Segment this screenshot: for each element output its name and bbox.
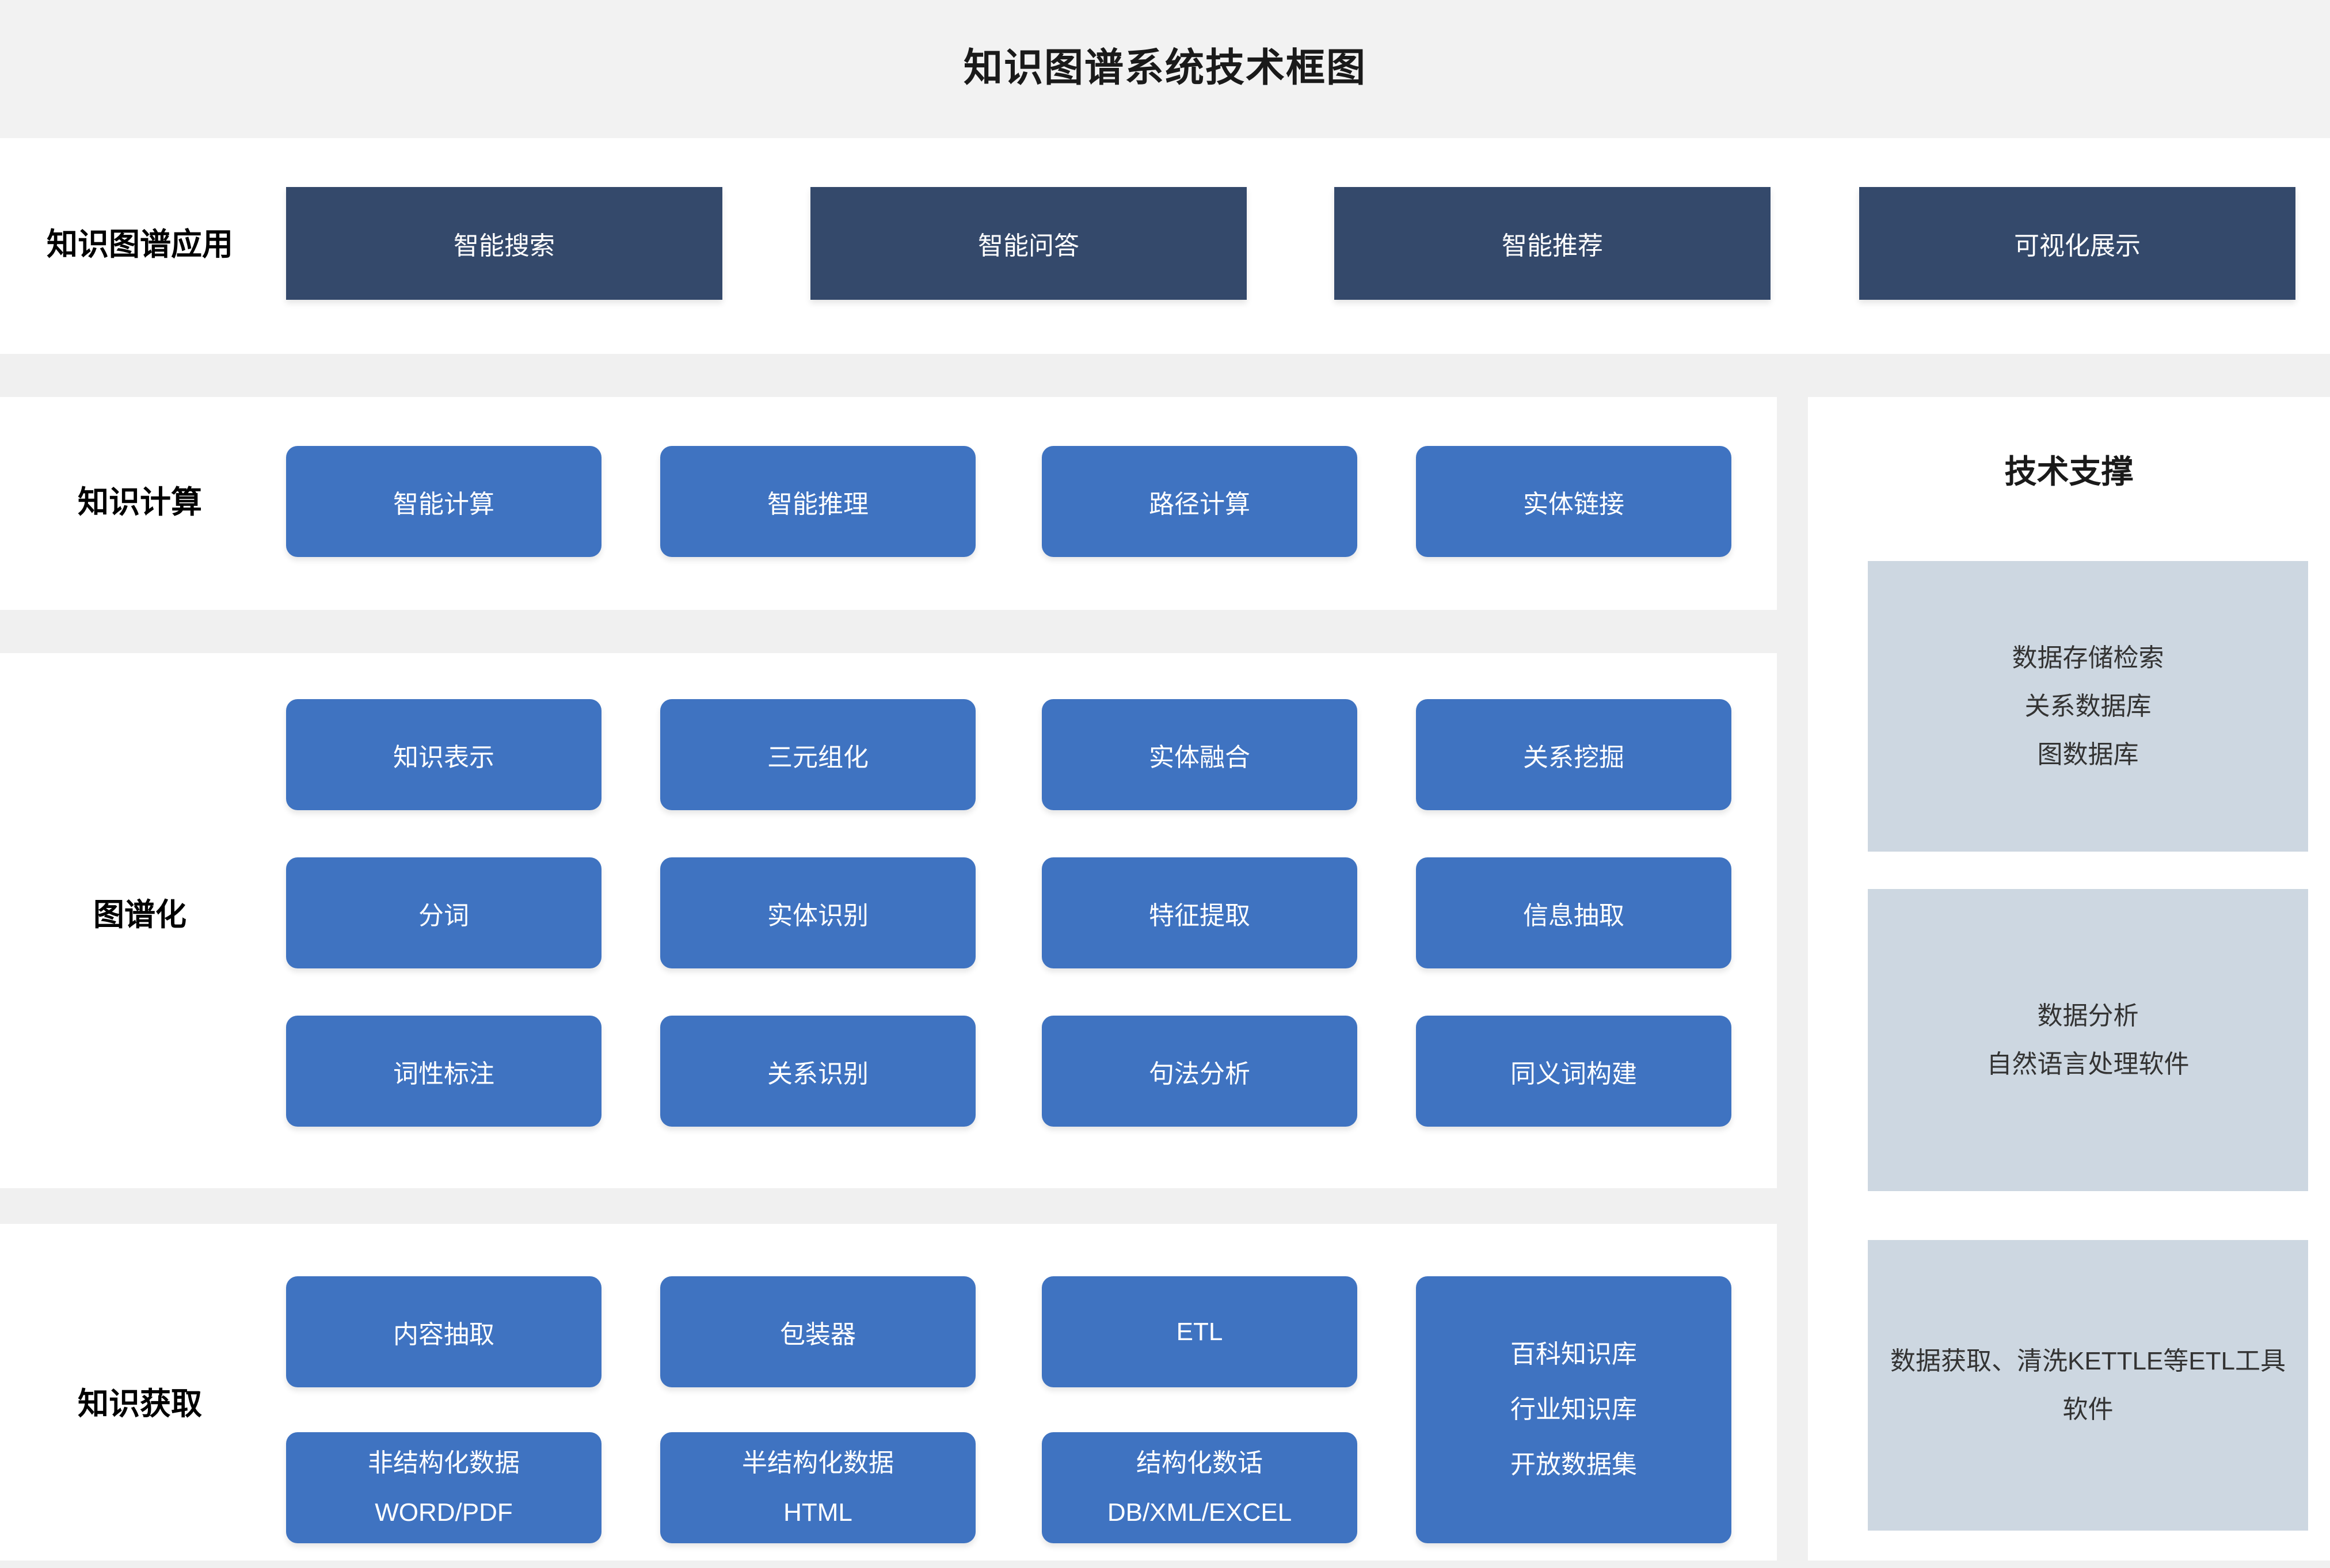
relation-mining-box: 关系挖掘 bbox=[1416, 699, 1731, 810]
entity-fusion-box: 实体融合 bbox=[1042, 699, 1357, 810]
knowledge-repository-box: 百科知识库 行业知识库 开放数据集 bbox=[1416, 1276, 1731, 1543]
relation-recognition-box: 关系识别 bbox=[660, 1016, 976, 1127]
unstructured-data-box: 非结构化数据 WORD/PDF bbox=[286, 1432, 601, 1543]
etl-box: ETL bbox=[1042, 1276, 1357, 1387]
path-computing-box: 路径计算 bbox=[1042, 446, 1357, 557]
knowledge-representation-box: 知识表示 bbox=[286, 699, 601, 810]
syntactic-analysis-box: 句法分析 bbox=[1042, 1016, 1357, 1127]
box-line: 半结构化数据 bbox=[742, 1448, 894, 1477]
information-extraction-box: 信息抽取 bbox=[1416, 857, 1731, 968]
tripleization-box: 三元组化 bbox=[660, 699, 976, 810]
entity-recognition-box: 实体识别 bbox=[660, 857, 976, 968]
box-line: 数据获取、清洗KETTLE等ETL工具软件 bbox=[1890, 1346, 2286, 1424]
word-segmentation-box: 分词 bbox=[286, 857, 601, 968]
box-line: 非结构化数据 bbox=[368, 1448, 520, 1477]
content-extraction-box: 内容抽取 bbox=[286, 1276, 601, 1387]
storage-retrieval-box: 数据存储检索 关系数据库 图数据库 bbox=[1868, 561, 2308, 852]
box-line: DB/XML/EXCEL bbox=[1107, 1498, 1292, 1527]
intelligent-computing-box: 智能计算 bbox=[286, 446, 601, 557]
box-line: 数据存储检索 bbox=[2012, 643, 2164, 672]
box-line: HTML bbox=[783, 1498, 852, 1527]
box-line: 自然语言处理软件 bbox=[1986, 1050, 2190, 1078]
synonym-construction-box: 同义词构建 bbox=[1416, 1016, 1731, 1127]
repo-line: 百科知识库 bbox=[1510, 1340, 1637, 1368]
repo-line: 开放数据集 bbox=[1510, 1451, 1637, 1479]
box-line: 关系数据库 bbox=[2024, 692, 2152, 720]
semi-structured-data-box: 半结构化数据 HTML bbox=[660, 1432, 976, 1543]
box-line: WORD/PDF bbox=[375, 1498, 513, 1527]
repo-line: 行业知识库 bbox=[1510, 1395, 1637, 1424]
qa-box: 智能问答 bbox=[810, 187, 1247, 300]
box-line: 结构化数话 bbox=[1136, 1448, 1263, 1477]
feature-extraction-box: 特征提取 bbox=[1042, 857, 1357, 968]
box-line: 图数据库 bbox=[2037, 740, 2139, 769]
support-panel-title: 技术支撑 bbox=[2004, 453, 2134, 490]
title-band bbox=[0, 0, 2330, 138]
intelligent-reasoning-box: 智能推理 bbox=[660, 446, 976, 557]
nlp-analysis-box: 数据分析 自然语言处理软件 bbox=[1868, 889, 2308, 1191]
section-label-graphization: 图谱化 bbox=[93, 898, 186, 932]
etl-tools-box: 数据获取、清洗KETTLE等ETL工具软件 bbox=[1868, 1240, 2308, 1531]
section-label-acquisition: 知识获取 bbox=[78, 1387, 202, 1421]
page-title: 知识图谱系统技术框图 bbox=[963, 46, 1366, 90]
section-label-applications: 知识图谱应用 bbox=[47, 227, 233, 262]
wrapper-box: 包装器 bbox=[660, 1276, 976, 1387]
recommendation-box: 智能推荐 bbox=[1334, 187, 1771, 300]
pos-tagging-box: 词性标注 bbox=[286, 1016, 601, 1127]
search-box: 智能搜索 bbox=[286, 187, 722, 300]
entity-linking-box: 实体链接 bbox=[1416, 446, 1731, 557]
visualization-box: 可视化展示 bbox=[1859, 187, 2295, 300]
section-label-computing: 知识计算 bbox=[78, 485, 202, 520]
box-line: 数据分析 bbox=[2037, 1001, 2139, 1030]
structured-data-box: 结构化数话 DB/XML/EXCEL bbox=[1042, 1432, 1357, 1543]
